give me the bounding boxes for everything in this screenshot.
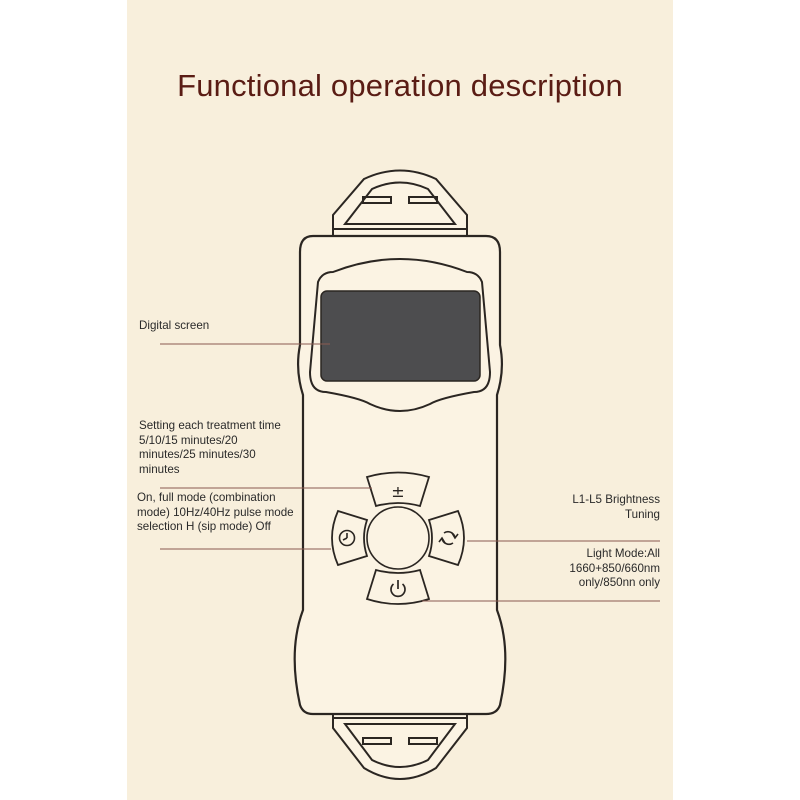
label-digital-screen: Digital screen xyxy=(139,319,210,332)
page-title: Functional operation description xyxy=(177,68,623,103)
power-button[interactable] xyxy=(365,568,431,605)
digital-screen xyxy=(320,290,481,382)
clock-icon xyxy=(338,529,356,547)
button-cluster-center xyxy=(366,506,430,570)
plus-minus-button[interactable]: ± xyxy=(365,471,431,508)
top-strap-clip xyxy=(332,169,468,237)
plus-minus-icon: ± xyxy=(391,482,404,501)
cycle-button[interactable] xyxy=(427,509,465,567)
timer-button[interactable] xyxy=(331,509,369,567)
label-brightness: L1-L5 Brightness Tuning xyxy=(572,493,660,521)
label-power: On, full mode (combination mode) 10Hz/40… xyxy=(137,491,294,533)
cycle-arrows-icon xyxy=(438,530,459,546)
bottom-strap-clip xyxy=(332,711,468,780)
power-icon xyxy=(390,580,406,598)
label-light-mode: Light Mode:All 1660+850/660nm only/850nn… xyxy=(569,547,660,589)
label-timer: Setting each treatment time 5/10/15 minu… xyxy=(139,419,281,476)
